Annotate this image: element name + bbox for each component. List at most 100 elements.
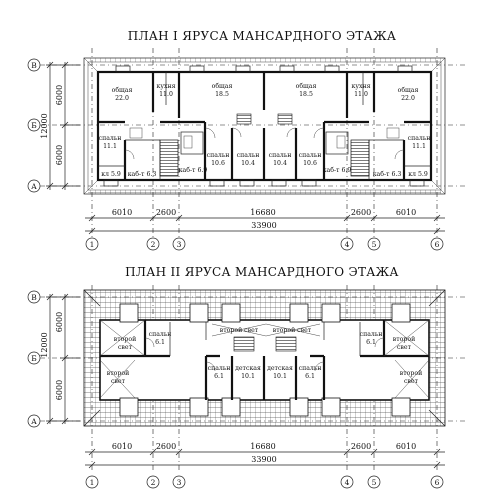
room-area: 10.1 (241, 373, 255, 380)
stair-left (159, 139, 179, 177)
plan-2-column-markers: 1 2 3 4 5 6 (85, 475, 444, 489)
room-label: второй свет (273, 327, 312, 334)
room-area: 22.0 (401, 95, 415, 102)
room-label: свет (118, 344, 133, 351)
svg-text:Б: Б (31, 354, 37, 363)
dim-16680: 16680 (250, 208, 275, 217)
room-area: 10.4 (273, 160, 287, 167)
svg-text:В: В (31, 293, 37, 302)
room-label: каб-т 6.9 (179, 167, 208, 174)
svg-text:6: 6 (435, 240, 440, 249)
room-area: 10.6 (303, 160, 317, 167)
dim-vertical-top: 6000 (55, 312, 64, 332)
svg-text:В: В (31, 61, 37, 70)
room-label: общая (212, 83, 233, 90)
room-label: детская (267, 365, 293, 372)
room-area: 18.5 (215, 91, 229, 98)
room-area: 11.1 (412, 143, 426, 150)
plan-2: ПЛАН II ЯРУСА МАНСАРДНОГО ЭТАЖА (27, 265, 465, 489)
svg-text:3: 3 (177, 478, 182, 487)
plan-1-row-markers: В Б А (27, 58, 41, 193)
plan-1-room-labels: общая 22.0 кухня 11.0 общая 18.5 общая 1… (99, 83, 431, 178)
room-label: спальн (99, 135, 122, 142)
plan-2-title: ПЛАН II ЯРУСА МАНСАРДНОГО ЭТАЖА (125, 265, 399, 279)
plan-2-vertical-dimensions (46, 293, 80, 425)
room-area: 11.0 (159, 91, 173, 98)
dim-vertical-top: 6000 (55, 85, 64, 105)
svg-text:3: 3 (177, 240, 182, 249)
room-area: 22.0 (115, 95, 129, 102)
dim-6010-left: 6010 (112, 208, 132, 217)
svg-text:2: 2 (151, 478, 156, 487)
room-label: спальн (299, 152, 322, 159)
room-area: 6.1 (155, 339, 165, 346)
dim-vertical-bottom: 6000 (55, 145, 64, 165)
dim-total: 33900 (251, 455, 276, 464)
dim-6010-right: 6010 (396, 442, 416, 451)
room-label: кухня (351, 83, 370, 90)
plan-1: ПЛАН I ЯРУСА МАНСАРДНОГО ЭТАЖА (27, 29, 465, 251)
svg-text:1: 1 (90, 240, 95, 249)
dim-16680: 16680 (250, 442, 275, 451)
bathroom-left (180, 131, 204, 155)
dim-2600-left: 2600 (156, 208, 176, 217)
plan-1-roof-bottom-band (88, 190, 441, 194)
plan-2-room-labels: второй свет второй свет спальн 6.1 второ… (107, 327, 422, 385)
svg-text:А: А (31, 417, 37, 426)
room-label: общая (296, 83, 317, 90)
plan-1-column-markers: 1 2 3 4 5 6 (85, 237, 444, 251)
room-area: 11.0 (354, 91, 368, 98)
room-label: каб-т 6.3 (373, 171, 402, 178)
dim-6010-right: 6010 (396, 208, 416, 217)
dim-2600-left: 2600 (156, 442, 176, 451)
room-label: спальн (360, 331, 383, 338)
room-area: 6.1 (305, 373, 315, 380)
room-label: общая (398, 87, 419, 94)
dim-6010-left: 6010 (112, 442, 132, 451)
room-label: каб-т 6.9 (323, 167, 352, 174)
bathroom-right (325, 131, 349, 155)
room-label: спальн (408, 135, 431, 142)
dim-total: 33900 (251, 221, 276, 230)
room-area: 6.1 (366, 339, 376, 346)
room-area: 6.1 (214, 373, 224, 380)
room-label: детская (235, 365, 261, 372)
svg-text:5: 5 (372, 478, 377, 487)
plan-1-title: ПЛАН I ЯРУСА МАНСАРДНОГО ЭТАЖА (128, 29, 397, 43)
plan-2-horizontal-dimensions (85, 448, 445, 469)
svg-text:6: 6 (435, 478, 440, 487)
room-area: 10.6 (211, 160, 225, 167)
room-label: спальн (299, 365, 322, 372)
dim-vertical-bottom: 6000 (55, 380, 64, 400)
plan-2-row-markers: В Б А (27, 290, 41, 428)
room-area: 10.4 (241, 160, 255, 167)
room-label: свет (397, 344, 412, 351)
plan-2-stair-right (275, 336, 297, 352)
room-label: второй (114, 336, 136, 343)
svg-text:4: 4 (345, 478, 350, 487)
stair-center (236, 113, 252, 125)
room-label: кухня (156, 83, 175, 90)
room-label: спальн (208, 365, 231, 372)
stair-right (350, 139, 370, 177)
plan-1-vertical-dimensions (46, 61, 80, 190)
room-label: свет (404, 378, 419, 385)
room-label: второй (393, 336, 415, 343)
room-label: кл 5.9 (408, 171, 428, 178)
svg-text:5: 5 (372, 240, 377, 249)
plan-2-stair-left (233, 336, 255, 352)
svg-text:4: 4 (345, 240, 350, 249)
room-label: общая (112, 87, 133, 94)
svg-text:2: 2 (151, 240, 156, 249)
room-area: 10.1 (273, 373, 287, 380)
dim-vertical-total: 12000 (40, 332, 49, 357)
dim-2600-right: 2600 (351, 208, 371, 217)
svg-text:1: 1 (90, 478, 95, 487)
room-label: второй (400, 370, 422, 377)
room-label: спальн (207, 152, 230, 159)
plan-1-horizontal-dimensions (85, 214, 445, 235)
room-label: каб-т 6.3 (128, 171, 157, 178)
dim-2600-right: 2600 (351, 442, 371, 451)
room-label: свет (111, 378, 126, 385)
